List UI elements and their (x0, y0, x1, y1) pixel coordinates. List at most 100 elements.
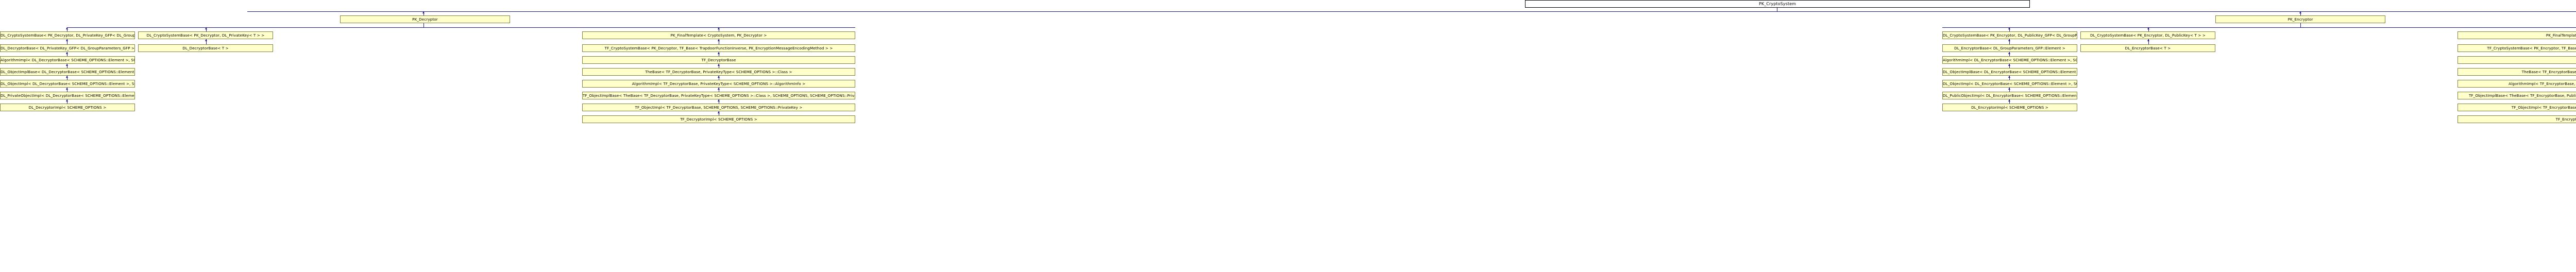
class-node-label: TF_ObjectImplBase< TheBase< TF_Decryptor… (583, 93, 855, 98)
edge-tier2-left-drop (423, 11, 424, 15)
edge-arrow-col1-6 (66, 99, 68, 101)
class-node-col4-2[interactable]: AlgorithmImpl< DL_EncryptorBase< SCHEME_… (1942, 56, 2077, 64)
class-node-col4-6[interactable]: DL_EncryptorImpl< SCHEME_OPTIONS > (1942, 104, 2077, 111)
class-node-root[interactable]: PK_CryptoSystem (1525, 0, 2030, 8)
class-node-label: TF_ObjectImpl< TF_EncryptorBase, SCHEME_… (2511, 105, 2576, 110)
edge-arrow-col3-5 (718, 88, 720, 90)
class-node-pk-decryptor[interactable]: PK_Decryptor (340, 15, 510, 23)
class-node-label: TF_CryptoSystemBase< PK_Decryptor, TF_Ba… (604, 46, 833, 50)
edge-arrow-col5 (2147, 27, 2149, 29)
class-node-col1-4[interactable]: DL_ObjectImpl< DL_DecryptorBase< SCHEME_… (0, 80, 135, 88)
class-node-col5-1[interactable]: DL_EncryptorBase< T > (2080, 44, 2215, 52)
class-node-label: AlgorithmImpl< TF_EncryptorBase, PublicK… (2509, 81, 2576, 86)
class-node-label: DL_DecryptorImpl< SCHEME_OPTIONS > (28, 105, 107, 110)
class-node-label: TF_EncryptorImpl< SCHEME_OPTIONS > (2555, 117, 2576, 122)
class-node-col6-1[interactable]: TF_CryptoSystemBase< PK_Encryptor, TF_Ba… (2458, 44, 2576, 52)
class-node-col1-5[interactable]: DL_PrivateObjectImpl< DL_DecryptorBase< … (0, 92, 135, 99)
class-node-col2-0[interactable]: DL_CryptoSystemBase< PK_Decryptor, DL_Pr… (138, 31, 273, 39)
class-node-col3-2[interactable]: TF_DecryptorBase (582, 56, 855, 64)
edge-arrow-col5-1 (2147, 39, 2149, 41)
class-node-col6-6[interactable]: TF_ObjectImpl< TF_EncryptorBase, SCHEME_… (2458, 104, 2576, 111)
edge-arrow-col1-5 (66, 88, 68, 90)
class-node-col1-6[interactable]: DL_DecryptorImpl< SCHEME_OPTIONS > (0, 104, 135, 111)
class-node-col3-7[interactable]: TF_DecryptorImpl< SCHEME_OPTIONS > (582, 115, 855, 123)
class-node-label: TheBase< TF_EncryptorBase, PublicKeyType… (2521, 70, 2576, 74)
edge-col4-drop (2009, 27, 2010, 31)
class-node-label: TheBase< TF_DecryptorBase, PrivateKeyTyp… (645, 70, 792, 74)
class-node-label: AlgorithmImpl< DL_EncryptorBase< SCHEME_… (1943, 58, 2077, 62)
edge-arrow-col1-2 (66, 52, 68, 54)
edge-arrow-col1 (66, 27, 68, 29)
class-node-label: TF_DecryptorImpl< SCHEME_OPTIONS > (680, 117, 757, 122)
class-node-label: DL_CryptoSystemBase< PK_Encryptor, DL_Pu… (2090, 33, 2206, 38)
class-node-label: DL_CryptoSystemBase< PK_Decryptor, DL_Pr… (146, 33, 265, 38)
class-node-label: AlgorithmImpl< TF_DecryptorBase, Private… (632, 81, 806, 86)
class-node-label: DL_ObjectImpl< DL_EncryptorBase< SCHEME_… (1943, 81, 2077, 86)
edge-arrow-tier2-left (422, 11, 425, 13)
class-node-col4-1[interactable]: DL_EncryptorBase< DL_GroupParameters_GFP… (1942, 44, 2077, 52)
class-node-col4-3[interactable]: DL_ObjectImplBase< DL_EncryptorBase< SCH… (1942, 68, 2077, 76)
class-node-col3-5[interactable]: TF_ObjectImplBase< TheBase< TF_Decryptor… (582, 92, 855, 99)
edge-arrow-col1-4 (66, 76, 68, 78)
class-node-pk-encryptor[interactable]: PK_Encryptor (2215, 15, 2385, 23)
edge-arrow-col3-4 (718, 76, 720, 78)
class-node-label: DL_PrivateObjectImpl< DL_DecryptorBase< … (1, 93, 135, 98)
edge-encryptor-bus (1942, 27, 2576, 28)
class-node-col6-4[interactable]: AlgorithmImpl< TF_EncryptorBase, PublicK… (2458, 80, 2576, 88)
edge-col4-3-4 (2009, 76, 2010, 80)
edge-col2-0-1 (206, 39, 207, 44)
class-node-col1-0[interactable]: DL_CryptoSystemBase< PK_Decryptor, DL_Pr… (0, 31, 135, 39)
class-node-col3-6[interactable]: TF_ObjectImpl< TF_DecryptorBase, SCHEME_… (582, 104, 855, 111)
edge-arrow-col4-5 (2008, 88, 2010, 90)
edge-col5-drop (2148, 27, 2149, 31)
edge-arrow-col4-4 (2008, 76, 2010, 78)
edge-arrow-col3 (718, 27, 720, 29)
class-node-col4-0[interactable]: DL_CryptoSystemBase< PK_Encryptor, DL_Pu… (1942, 31, 2077, 39)
edge-root-bus (247, 11, 2576, 12)
class-node-col2-1[interactable]: DL_DecryptorBase< T > (138, 44, 273, 52)
edge-encryptor-trunk (2300, 23, 2301, 27)
edge-col4-0-1 (2009, 39, 2010, 44)
edge-arrow-col1-1 (66, 39, 68, 41)
class-node-col4-5[interactable]: DL_PublicObjectImpl< DL_EncryptorBase< S… (1942, 92, 2077, 99)
class-node-col3-4[interactable]: AlgorithmImpl< TF_DecryptorBase, Private… (582, 80, 855, 88)
edge-arrow-col4-2 (2008, 52, 2010, 54)
edge-arrow-col3-1 (718, 39, 720, 41)
class-node-label: DL_CryptoSystemBase< PK_Decryptor, DL_Pr… (1, 33, 135, 38)
class-node-label: DL_ObjectImpl< DL_DecryptorBase< SCHEME_… (1, 81, 134, 86)
class-node-col6-2[interactable]: TF_EncryptorBase (2458, 56, 2576, 64)
class-node-label: DL_EncryptorImpl< SCHEME_OPTIONS > (1971, 105, 2048, 110)
edge-arrow-col4-6 (2008, 99, 2010, 101)
class-node-label: DL_ObjectImplBase< DL_DecryptorBase< SCH… (1, 70, 134, 74)
class-node-label: TF_EncryptorBase (2458, 57, 2576, 63)
class-node-label: PK_CryptoSystem (1758, 2, 1797, 6)
edge-col5-0-1 (2148, 39, 2149, 44)
class-node-label: DL_ObjectImplBase< DL_EncryptorBase< SCH… (1943, 70, 2077, 74)
edge-col4-4-5 (2009, 88, 2010, 92)
edge-col4-5-6 (2009, 99, 2010, 104)
class-node-col6-5[interactable]: TF_ObjectImplBase< TheBase< TF_Encryptor… (2458, 92, 2576, 99)
class-node-col1-2[interactable]: AlgorithmImpl< DL_DecryptorBase< SCHEME_… (0, 56, 135, 64)
class-node-col6-3[interactable]: TheBase< TF_EncryptorBase, PublicKeyType… (2458, 68, 2576, 76)
class-node-label: DL_DecryptorBase< DL_PrivateKey_GFP< DL_… (1, 46, 135, 50)
class-node-label: DL_EncryptorBase< T > (2125, 46, 2171, 50)
class-node-label: DL_DecryptorBase< T > (182, 46, 229, 50)
class-node-col3-3[interactable]: TheBase< TF_DecryptorBase, PrivateKeyTyp… (582, 68, 855, 76)
class-node-col5-0[interactable]: DL_CryptoSystemBase< PK_Encryptor, DL_Pu… (2080, 31, 2215, 39)
edge-arrow-col2 (205, 27, 207, 29)
class-node-col6-7[interactable]: TF_EncryptorImpl< SCHEME_OPTIONS > (2458, 115, 2576, 123)
class-node-col1-3[interactable]: DL_ObjectImplBase< DL_DecryptorBase< SCH… (0, 68, 135, 76)
class-node-col3-1[interactable]: TF_CryptoSystemBase< PK_Decryptor, TF_Ba… (582, 44, 855, 52)
class-node-col3-0[interactable]: PK_FinalTemplate< CryptoSystem, PK_Decry… (582, 31, 855, 39)
class-node-col6-0[interactable]: PK_FinalTemplate< CryptoSystem, PK_Encry… (2458, 31, 2576, 39)
edge-col4-2-3 (2009, 64, 2010, 68)
edge-arrow-col4 (2008, 27, 2010, 29)
edge-arrow-col1-3 (66, 64, 68, 66)
class-node-label: TF_CryptoSystemBase< PK_Encryptor, TF_Ba… (2487, 46, 2576, 50)
edge-decryptor-trunk (423, 23, 424, 27)
class-node-col4-4[interactable]: DL_ObjectImpl< DL_EncryptorBase< SCHEME_… (1942, 80, 2077, 88)
edge-arrow-col4-1 (2008, 39, 2010, 41)
class-node-label: TF_DecryptorBase (701, 58, 736, 62)
class-node-col1-1[interactable]: DL_DecryptorBase< DL_PrivateKey_GFP< DL_… (0, 44, 135, 52)
